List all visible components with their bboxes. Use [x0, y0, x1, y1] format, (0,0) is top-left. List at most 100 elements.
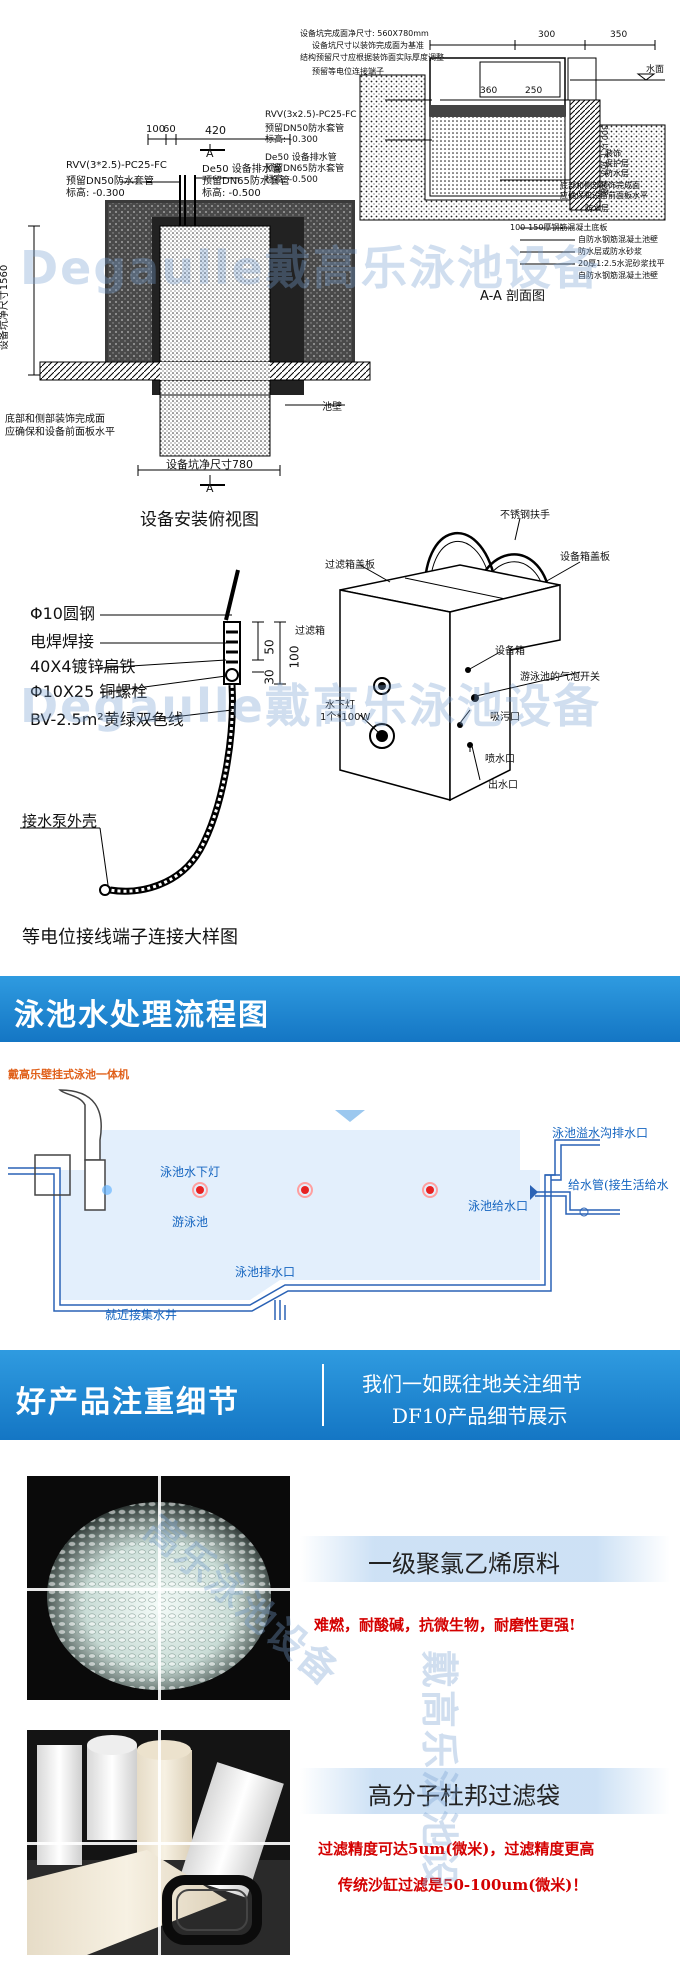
iso-spray: 喷水口	[485, 754, 515, 765]
install-plan-title: 设备安装俯视图	[140, 510, 259, 530]
flow-supply-label: 泳池给水口	[468, 1199, 529, 1213]
aa-base-2: 应确保和设备前面板水平	[560, 191, 648, 200]
aa-layer-1: 装饰	[605, 149, 621, 158]
plan-rvv-1: RVV(3*2.5)-PC25-FC	[66, 160, 167, 171]
iso-filter-cover: 过滤箱盖板	[325, 560, 375, 571]
aa-de50-1: De50 设备排水管	[265, 153, 337, 163]
plan-rvv-2: 预留DN50防水套管	[66, 176, 154, 187]
aa-l3: 自防水钢筋混凝土池壁	[578, 235, 658, 244]
aa-l2: 100-150厚钢筋混凝土底板	[510, 223, 608, 232]
plan-de50-3: 标高: -0.500	[202, 188, 261, 199]
detail-2-desc-2: 传统沙缸过滤是50-100um(微米)！	[338, 1876, 588, 1894]
filter-bag-photo	[27, 1730, 290, 1955]
section-aa-title: A-A 剖面图	[480, 289, 546, 304]
plan-de50-2: 预留DN65防水套管	[202, 176, 290, 187]
bond-item-2: 电焊焊接	[30, 632, 95, 651]
flow-banner: 泳池水处理流程图	[0, 976, 680, 1042]
detail-banner-line1: 我们一如既往地关注细节	[362, 1372, 582, 1396]
detail-1-desc: 难燃，耐酸碱，抗微生物，耐磨性更强!	[314, 1616, 576, 1634]
flow-light-label: 泳池水下灯	[160, 1165, 221, 1179]
bond-item-1: Φ10圆钢	[30, 604, 95, 623]
bonding-detail-title: 等电位接线端子连接大样图	[22, 927, 238, 948]
section-aa-drawing: 设备坑完成面净尺寸: 560X780mm 设备坑尺寸以装饰完成面为基准 结构预留…	[265, 0, 680, 310]
flow-sump-label: 就近接集水井	[105, 1308, 178, 1322]
bond-dim-100: 100	[287, 645, 302, 669]
plan-bottom-dim: 设备坑净尺寸780	[166, 458, 253, 471]
iso-light-2: 1个*100W	[320, 712, 371, 723]
bonding-detail-svg	[20, 569, 286, 896]
aa-dim-360: 360	[480, 86, 498, 96]
flow-pool-label: 游泳池	[172, 1215, 209, 1229]
install-plan-svg	[28, 134, 371, 486]
bond-item-5: BV-2.5m²黄绿双色线	[30, 710, 184, 729]
aa-l1: 防水层	[585, 204, 609, 213]
aa-de50-2: 预留DN65防水套管	[265, 164, 345, 174]
detail-2-band	[300, 1768, 670, 1814]
detail-1-title: 一级聚氯乙烯原料	[368, 1550, 560, 1578]
aa-dim-250: 250	[525, 86, 543, 96]
iso-filter-box: 过滤箱	[295, 626, 325, 637]
aa-layer-2: 保护层	[605, 159, 629, 168]
equipment-iso-svg	[339, 517, 581, 802]
iso-outlet: 出水口	[488, 780, 518, 791]
aa-note-4: 预留等电位连接端子	[312, 67, 384, 76]
plan-bottom-note-2: 应确保和设备前面板水平	[5, 427, 115, 438]
photo-1-grid-v1	[158, 1476, 161, 1700]
bonding-detail-drawing: Φ10圆钢 电焊焊接 40X4镀锌扁铁 Φ10X25 铜螺栓 BV-2.5m²黄…	[0, 560, 330, 960]
plan-side-dim: 设备坑净尺寸1560	[0, 264, 11, 351]
detail-banner-line2: DF10产品细节展示	[392, 1404, 568, 1428]
flow-drain-label: 泳池排水口	[235, 1265, 296, 1279]
bond-item-3: 40X4镀锌扁铁	[30, 657, 136, 676]
flow-machine-label: 戴高乐壁挂式泳池一体机	[8, 1068, 129, 1081]
aa-note-1: 设备坑完成面净尺寸: 560X780mm	[300, 29, 429, 38]
plan-dim-60: 60	[163, 124, 176, 135]
detail-1-band	[300, 1536, 670, 1582]
detail-2-desc-1: 过滤精度可达5um(微米)，过滤精度更高	[318, 1840, 595, 1858]
flow-banner-title: 泳池水处理流程图	[14, 998, 270, 1033]
install-plan-drawing: 100 60 420 A RVV(3*2.5)-PC25-FC 预留DN50防水…	[0, 0, 440, 540]
aa-rvv-2: 预留DN50防水套管	[265, 124, 345, 134]
aa-rvv-3: 标高: -0.300	[265, 135, 318, 145]
flow-diagram: 戴高乐壁挂式泳池一体机 泳池水下灯 游泳池 泳池给水口 泳池排水口 泳池溢水沟排…	[0, 1050, 680, 1334]
detail-2-title: 高分子杜邦过滤袋	[368, 1782, 560, 1810]
aa-layer-3: 防水层	[605, 169, 629, 178]
photo-2-grid-v1	[158, 1730, 161, 1955]
aa-base-1: 底部和侧部装饰完成面	[560, 181, 640, 190]
plan-bottom-note-1: 底部和侧部装饰完成面	[5, 414, 105, 425]
plan-section-mark-top: A	[206, 147, 214, 160]
aa-note-3: 结构预留尺寸应根据装饰面实际厚度调整	[300, 53, 444, 62]
pvc-pellets-photo	[27, 1476, 290, 1700]
aa-rvv-1: RVV(3x2.5)-PC25-FC	[265, 110, 357, 120]
bond-dim-50: 50	[262, 639, 277, 655]
bond-dim-30: 30	[262, 669, 277, 685]
aa-l4: 防水层或防水砂浆	[578, 247, 642, 256]
iso-light-1: 水下灯	[325, 700, 355, 711]
aa-note-2: 设备坑尺寸以装饰完成面为基准	[312, 41, 424, 50]
aa-dim-350: 350	[610, 30, 628, 40]
plan-dim-420: 420	[205, 124, 226, 137]
flow-feed-label: 给水管(接生活给水	[568, 1178, 669, 1192]
iso-equip-box: 设备箱	[495, 646, 525, 657]
equipment-iso-drawing: 不锈钢扶手 设备箱盖板 过滤箱盖板 过滤箱 设备箱 游泳池的气泡开关 水下灯 1…	[295, 500, 680, 830]
flow-overflow-label: 泳池溢水沟排水口	[552, 1126, 649, 1140]
aa-de50-3: 标高: -0.500	[265, 175, 318, 185]
detail-banner-title: 好产品注重细节	[16, 1385, 240, 1420]
plan-dim-100: 100	[146, 124, 166, 135]
aa-water-level: 水面	[646, 65, 665, 75]
iso-suction: 吸污口	[490, 712, 520, 723]
flow-diagram-svg	[8, 1089, 620, 1334]
iso-handle: 不锈钢扶手	[500, 510, 550, 521]
aa-l6: 自防水钢筋混凝土池壁	[578, 271, 658, 280]
plan-section-mark-bottom: A	[206, 482, 214, 495]
section-aa-svg	[359, 40, 666, 265]
detail-banner-divider	[322, 1364, 324, 1426]
plan-rvv-3: 标高: -0.300	[66, 188, 125, 199]
iso-cover: 设备箱盖板	[560, 552, 610, 563]
aa-dim-300: 300	[538, 30, 556, 40]
bond-item-4: Φ10X25 铜螺栓	[30, 682, 148, 701]
iso-jet-switch: 游泳池的气泡开关	[520, 672, 600, 683]
bond-item-6: 接水泵外壳	[22, 812, 98, 830]
aa-l5: 20厚1:2.5水泥砂浆找平	[578, 259, 665, 268]
plan-de50-1: De50 设备排水管	[202, 164, 282, 175]
detail-banner: 好产品注重细节 我们一如既往地关注细节 DF10产品细节展示	[0, 1350, 680, 1440]
